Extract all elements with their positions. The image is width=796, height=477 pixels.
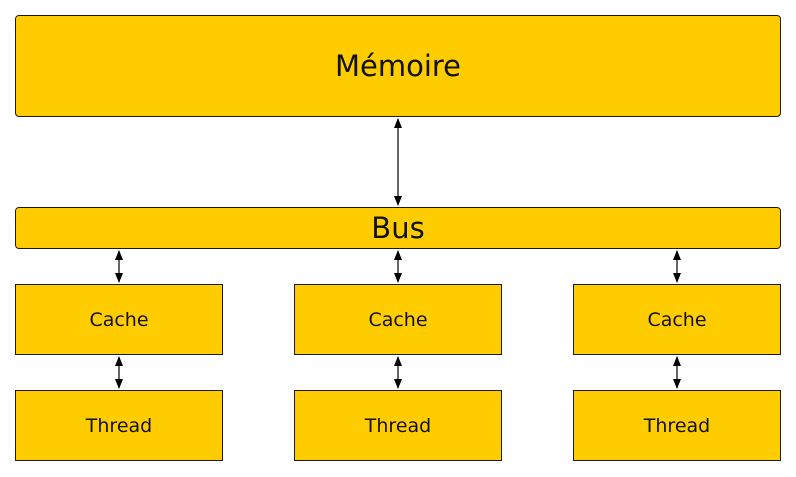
thread-box-3: Thread (573, 390, 781, 461)
cache-label-3: Cache (647, 308, 707, 331)
cache-label-2: Cache (368, 308, 428, 331)
thread-label-1: Thread (85, 414, 153, 437)
bus-box: Bus (15, 207, 781, 249)
cache-box-3: Cache (573, 284, 781, 355)
thread-label-2: Thread (364, 414, 432, 437)
memory-box: Mémoire (15, 15, 781, 117)
cache-box-1: Cache (15, 284, 223, 355)
bus-label: Bus (371, 211, 425, 245)
cache-box-2: Cache (294, 284, 502, 355)
thread-box-2: Thread (294, 390, 502, 461)
thread-label-3: Thread (643, 414, 711, 437)
thread-box-1: Thread (15, 390, 223, 461)
cache-label-1: Cache (89, 308, 149, 331)
memory-label: Mémoire (334, 49, 462, 83)
